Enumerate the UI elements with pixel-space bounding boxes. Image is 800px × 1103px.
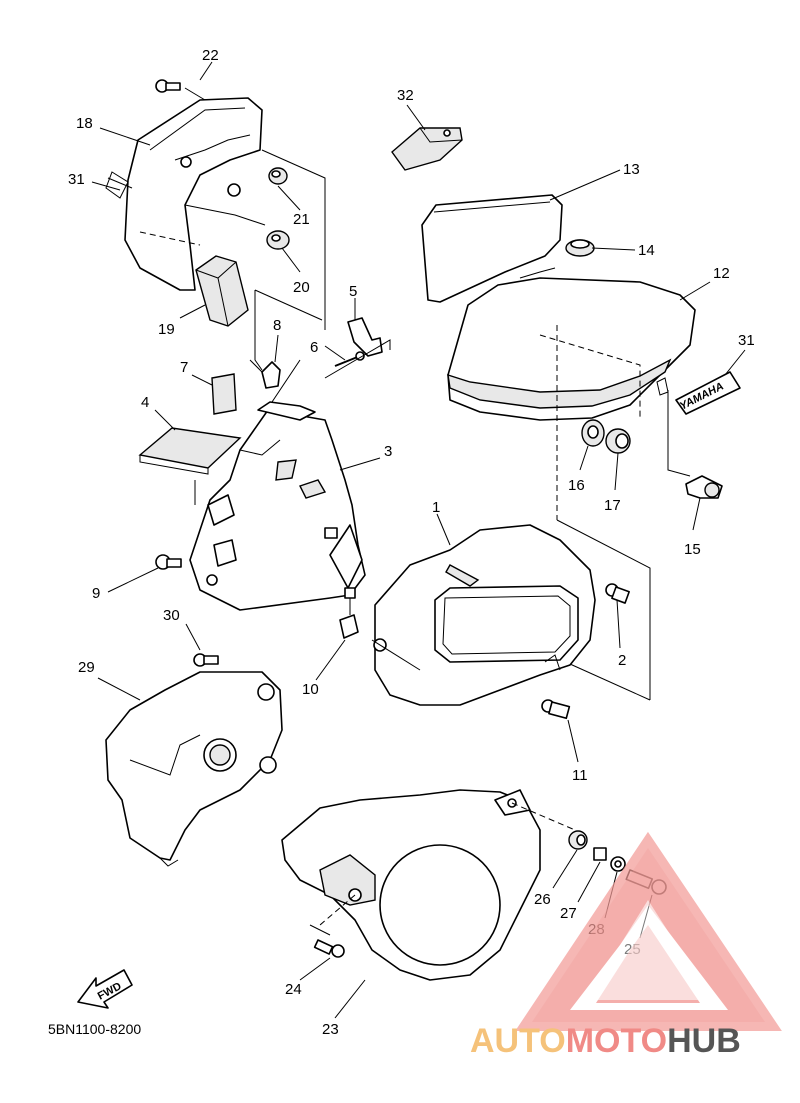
- part-14-grommet: [565, 239, 595, 257]
- part-9-bolt: [155, 554, 182, 570]
- callout-26: 26: [534, 891, 551, 908]
- callout-15: 15: [684, 541, 701, 558]
- callout-1: 1: [432, 499, 440, 516]
- part-22-bolt: [155, 79, 206, 101]
- part-28-washer: [610, 856, 626, 872]
- callout-7: 7: [180, 359, 188, 376]
- watermark-moto: MOTO: [566, 1022, 667, 1060]
- part-12-side-cover: [447, 267, 696, 520]
- part-5-bracket: [347, 317, 383, 357]
- callout-24: 24: [285, 981, 302, 998]
- callout-6: 6: [310, 339, 318, 356]
- part-32-pad: [391, 127, 463, 171]
- callout-22: 22: [202, 47, 219, 64]
- watermark-hub: HUB: [667, 1022, 741, 1060]
- callout-4: 4: [141, 394, 149, 411]
- part-18-cover: [105, 97, 266, 291]
- part-20-grommet: [266, 230, 290, 250]
- callout-19: 19: [158, 321, 175, 338]
- callout-14: 14: [638, 242, 655, 259]
- part-6-pin: [324, 339, 391, 379]
- part-24-bolt: [313, 939, 345, 958]
- callout-29: 29: [78, 659, 95, 676]
- diagram-code: 5BN1100-8200: [48, 1021, 141, 1037]
- callout-31-left: 31: [68, 171, 85, 188]
- callout-12: 12: [713, 265, 730, 282]
- callout-27: 27: [560, 905, 577, 922]
- watermark-auto: AUTO: [470, 1022, 566, 1060]
- part-23-engine-cover: [281, 789, 576, 981]
- watermark-triangle-icon: [532, 848, 765, 1022]
- part-26-collar: [568, 830, 588, 850]
- part-27-bushing: [593, 847, 607, 861]
- part-31-yamaha-emblem: YAMAHA: [675, 371, 741, 415]
- callout-10: 10: [302, 681, 319, 698]
- part-1-air-box: [371, 524, 596, 706]
- callout-13: 13: [623, 161, 640, 178]
- part-17-collar: [605, 428, 631, 454]
- part-30-bolt: [193, 653, 219, 667]
- watermark-logo: [515, 831, 782, 1031]
- part-13-filter: [421, 194, 563, 303]
- fwd-arrow-icon: FWD: [77, 969, 133, 1009]
- watermark-text: AUTOMOTOHUB: [470, 1022, 741, 1060]
- callout-18: 18: [76, 115, 93, 132]
- part-19-sponge: [195, 255, 249, 327]
- part-7-pad: [211, 373, 237, 415]
- callout-9: 9: [92, 585, 100, 602]
- callout-30: 30: [163, 607, 180, 624]
- callout-2: 2: [618, 652, 626, 669]
- callout-20: 20: [293, 279, 310, 296]
- callout-23: 23: [322, 1021, 339, 1038]
- leader-lines: [91, 61, 746, 1019]
- callout-3: 3: [384, 443, 392, 460]
- callout-32: 32: [397, 87, 414, 104]
- callout-8: 8: [273, 317, 281, 334]
- part-10-clip: [339, 587, 359, 639]
- part-11-bolt: [541, 699, 571, 720]
- callout-11: 11: [572, 767, 588, 784]
- callout-5: 5: [349, 283, 357, 300]
- part-16-nut: [581, 419, 605, 447]
- part-21-grommet: [268, 167, 288, 185]
- part-8-clip: [249, 359, 281, 389]
- part-4-pad: [138, 427, 242, 475]
- part-3-bracket-body: [189, 359, 366, 611]
- callout-17: 17: [604, 497, 621, 514]
- callout-21: 21: [293, 211, 310, 228]
- part-29-cover: [105, 671, 283, 867]
- callout-31-right: 31: [738, 332, 755, 349]
- callout-16: 16: [568, 477, 585, 494]
- part-15-fastener: [667, 390, 723, 499]
- part-2-bolt: [605, 583, 630, 604]
